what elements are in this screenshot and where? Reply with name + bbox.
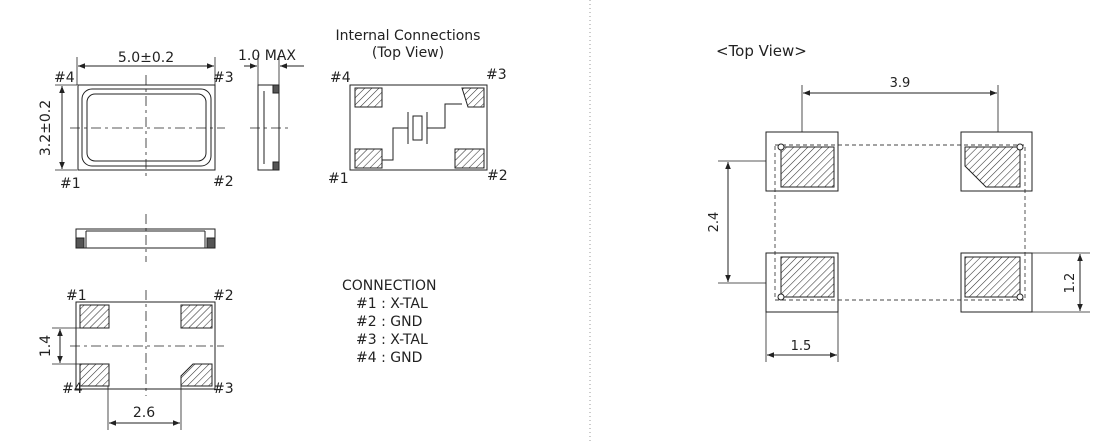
internal-connections-title: Internal Connections	[336, 28, 481, 44]
internal-pin2-label: #2	[487, 168, 508, 184]
package-outline	[77, 84, 216, 171]
terminal-3	[964, 146, 1021, 188]
pad-height-dimension-label: 1.4	[38, 335, 54, 357]
side-body	[257, 84, 280, 171]
front-body	[75, 228, 216, 249]
bottom-pad-1	[79, 304, 110, 329]
package-front-view	[75, 214, 216, 262]
internal-package-outline	[349, 84, 488, 171]
land-pad-2	[960, 252, 1033, 313]
internal-pin1-label: #1	[328, 171, 349, 187]
crystal-symbol	[412, 115, 423, 141]
pin2-label: #2	[213, 174, 234, 190]
bottom-pad-4	[79, 363, 110, 387]
bottom-pin2-label: #2	[213, 288, 234, 304]
land-pattern-title: <Top View>	[716, 42, 807, 60]
pad-height-label: 1.2	[1063, 273, 1078, 294]
terminal-2	[964, 256, 1021, 298]
height-dimension-label: 1.0 MAX	[238, 48, 296, 64]
package-top-view: 5.0±0.2 3.2±0.2 #4 #3 #1 #2	[38, 50, 234, 192]
land-pad-1	[765, 252, 839, 313]
internal-connections-subtitle: (Top View)	[372, 45, 444, 61]
internal-pin3-label: #3	[486, 67, 507, 83]
connection-item: #2 : GND	[356, 314, 422, 330]
pin3-label: #3	[213, 70, 234, 86]
bottom-package-outline	[75, 301, 216, 390]
connection-item: #4 : GND	[356, 350, 422, 366]
connection-item: #3 : X-TAL	[356, 332, 428, 348]
vertical-pitch-label: 2.4	[707, 212, 722, 233]
bottom-pad-3	[180, 363, 213, 387]
package-side-view: 1.0 MAX	[238, 48, 304, 171]
internal-pin4-label: #4	[330, 70, 351, 86]
package-lid-inner	[86, 93, 207, 162]
pin4-label: #4	[54, 70, 75, 86]
internal-pad-1	[354, 148, 383, 169]
package-lid-outer	[81, 88, 212, 167]
land-pad-3	[960, 131, 1033, 192]
internal-connections-view: Internal Connections (Top View) #4 #3 #1…	[328, 28, 508, 187]
bottom-pin3-label: #3	[213, 381, 234, 397]
package-bottom-view: 1.4 2.6 #1 #2 #4 #3	[38, 288, 234, 430]
connection-table: CONNECTION #1 : X-TAL #2 : GND #3 : X-TA…	[342, 278, 437, 366]
pin1-label: #1	[60, 176, 81, 192]
internal-pad-3	[461, 87, 485, 108]
internal-pad-2	[454, 148, 485, 169]
bottom-pad-2	[180, 304, 213, 329]
connection-item: #1 : X-TAL	[356, 296, 428, 312]
horizontal-pitch-label: 3.9	[890, 76, 911, 91]
terminal-1	[780, 256, 835, 298]
pad-spacing-dimension-label: 2.6	[133, 405, 155, 421]
bottom-pin1-label: #1	[66, 288, 87, 304]
land-pattern-view: <Top View> 3.9 2.4 1.5	[707, 42, 1090, 362]
width-dimension-label: 3.2±0.2	[38, 100, 54, 156]
land-pad-4	[765, 131, 839, 192]
length-dimension-label: 5.0±0.2	[118, 50, 174, 66]
bottom-pin4-label: #4	[62, 381, 83, 397]
terminal-4	[780, 146, 835, 188]
connection-title: CONNECTION	[342, 278, 437, 294]
pad-width-label: 1.5	[791, 339, 812, 354]
internal-pad-4	[354, 87, 383, 108]
